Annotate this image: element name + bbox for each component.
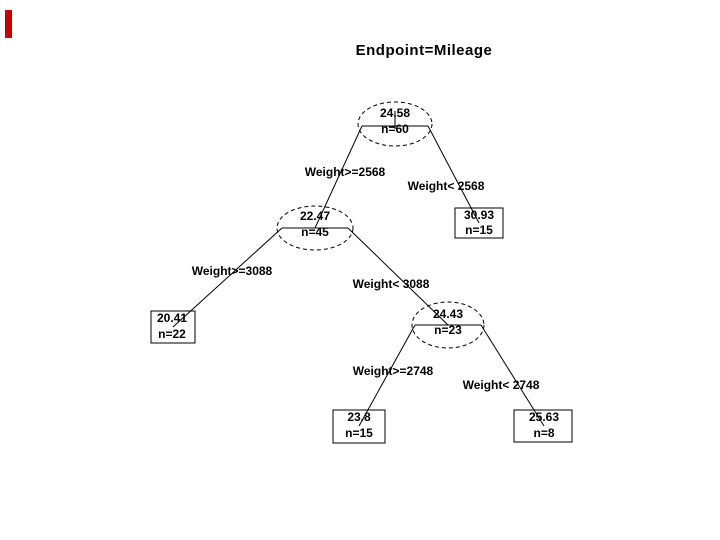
node-count: n=8 xyxy=(533,426,554,440)
tree-split-labels: Weight>=2568 Weight< 2568 Weight>=3088 W… xyxy=(192,165,540,392)
tree-node-shapes xyxy=(150,101,573,444)
split-label: Weight< 3088 xyxy=(353,277,430,291)
split-label: Weight< 2568 xyxy=(408,179,485,193)
internal-node-ellipse-left xyxy=(276,205,354,251)
node-value: 20.41 xyxy=(157,311,187,325)
edge-root-left xyxy=(314,125,363,229)
node-value: 24.58 xyxy=(380,106,410,120)
node-count: n=45 xyxy=(301,225,329,239)
split-label: Weight>=2568 xyxy=(305,165,386,179)
tree-node-labels: 24.58 n=60 22.47 n=45 30.93 n=15 20.41 n… xyxy=(157,106,559,440)
node-value: 25.63 xyxy=(529,410,559,424)
node-value: 30.93 xyxy=(464,208,494,222)
node-count: n=15 xyxy=(465,223,493,237)
node-count: n=15 xyxy=(345,426,373,440)
internal-node-ellipse-right xyxy=(411,301,485,349)
node-count: n=22 xyxy=(158,327,186,341)
edge-node1-right xyxy=(347,227,449,326)
leaf-node-box-238 xyxy=(332,409,386,444)
node-count: n=60 xyxy=(381,122,409,136)
node-value: 24.43 xyxy=(433,307,463,321)
node-count: n=23 xyxy=(434,323,462,337)
edge-node4-right xyxy=(480,324,545,427)
split-label: Weight< 2748 xyxy=(463,378,540,392)
slide-accent-bar xyxy=(5,10,12,38)
root-node-ellipse xyxy=(357,101,433,147)
edge-node4-left xyxy=(358,324,416,427)
leaf-node-box-2563 xyxy=(513,409,573,443)
leaf-node-box-3093 xyxy=(454,207,504,239)
edge-root-right xyxy=(427,125,480,224)
plot-title: Endpoint=Mileage xyxy=(356,42,493,59)
split-label: Weight>=3088 xyxy=(192,264,273,278)
leaf-node-box-2041 xyxy=(150,310,196,344)
node-value: 23.8 xyxy=(347,410,371,424)
split-label: Weight>=2748 xyxy=(353,364,434,378)
node-value: 22.47 xyxy=(300,209,330,223)
